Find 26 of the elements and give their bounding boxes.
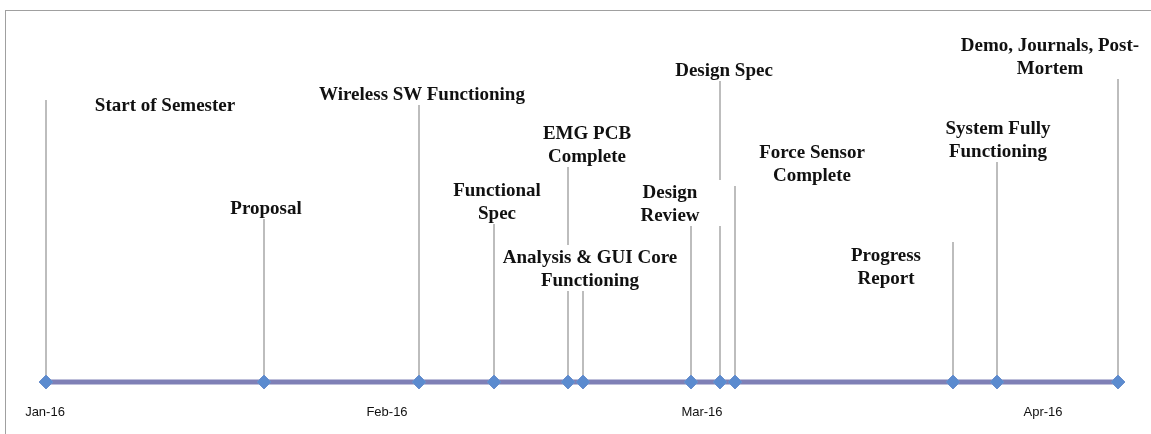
milestone-diamond	[945, 374, 961, 390]
leader-line	[1117, 78, 1119, 376]
milestone-diamond	[575, 374, 591, 390]
milestone-diamond	[989, 374, 1005, 390]
leader-line	[734, 185, 736, 376]
leader-line	[45, 99, 47, 376]
leader-line	[582, 290, 584, 376]
milestone-diamond	[486, 374, 502, 390]
axis-date-label: Jan-16	[25, 404, 65, 419]
milestone-diamond	[712, 374, 728, 390]
leader-line	[263, 218, 265, 376]
leader-line	[996, 161, 998, 376]
milestone-diamond	[38, 374, 54, 390]
leader-line	[418, 104, 420, 376]
axis-date-label: Feb-16	[366, 404, 408, 419]
axis-date-label: Apr-16	[1023, 404, 1063, 419]
leader-line	[493, 223, 495, 376]
milestone-diamond	[683, 374, 699, 390]
axis-date-label: Mar-16	[681, 404, 723, 419]
leader-line	[690, 225, 692, 376]
leader-line	[952, 241, 954, 376]
milestone-diamond	[727, 374, 743, 390]
milestone-diamond	[411, 374, 427, 390]
milestone-diamond	[256, 374, 272, 390]
milestone-diamond	[560, 374, 576, 390]
milestone-diamond	[1110, 374, 1126, 390]
